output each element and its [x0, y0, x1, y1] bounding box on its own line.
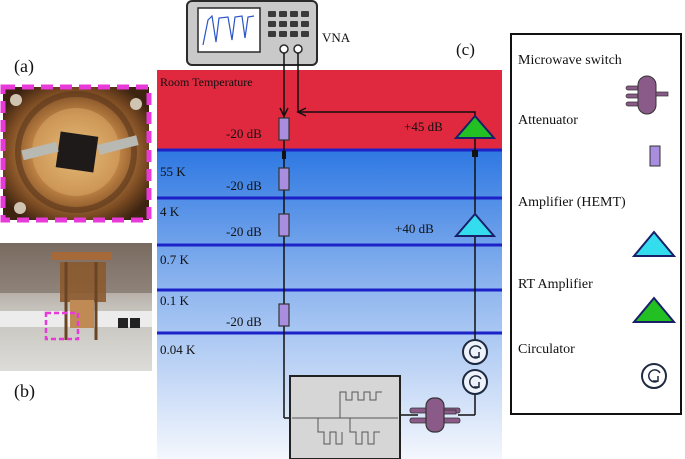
chip-image — [55, 131, 99, 173]
panel-label-a: (a) — [14, 56, 34, 77]
stage-label-0-7k: 0.7 K — [160, 252, 190, 267]
hemt-amplifier-icon — [631, 230, 677, 257]
room-temperature-zone — [157, 70, 502, 150]
panel-label-c: (c) — [456, 40, 475, 59]
attenuator-icon — [649, 145, 661, 167]
stage-label-4k: 4 K — [160, 204, 180, 219]
vna-trace — [202, 14, 255, 46]
vna-screen — [197, 7, 261, 53]
legend-label-microwave-switch: Microwave switch — [518, 53, 622, 68]
attenuator-3 — [278, 213, 290, 237]
hemt-amplifier-label: +40 dB — [395, 221, 434, 236]
circulator-icon — [641, 363, 667, 389]
photo-a-frame — [0, 84, 152, 223]
legend-label-circulator: Circulator — [518, 342, 575, 357]
legend: Microwave switch Attenuator Amplifier (H… — [510, 33, 682, 415]
output-arrow — [296, 107, 307, 117]
stage-label-0-1k: 0.1 K — [160, 293, 190, 308]
cryostat-schematic: Room Temperature 55 K 4 K 0.7 K 0.1 K 0.… — [157, 0, 502, 459]
attenuator-label-4: -20 dB — [226, 314, 262, 329]
hemt-amplifier — [453, 212, 497, 237]
photo-a: (a) — [0, 56, 152, 223]
rt-amplifier-icon — [631, 296, 677, 323]
attenuator-1 — [278, 117, 290, 141]
microwave-switch — [409, 397, 461, 433]
rt-amplifier — [453, 114, 497, 139]
vna-port-2 — [293, 44, 303, 54]
resonator-1 — [339, 391, 382, 418]
vna-instrument — [186, 0, 318, 66]
vna-port-1 — [279, 44, 289, 54]
microwave-switch-icon — [625, 75, 669, 115]
attenuator-label-2: -20 dB — [226, 178, 262, 193]
vna-label: VNA — [322, 30, 351, 45]
resonator-3 — [349, 418, 380, 445]
attenuator-4 — [278, 303, 290, 327]
circulator-2 — [462, 369, 488, 395]
stage-label-55k: 55 K — [160, 164, 186, 179]
attenuator-label-3: -20 dB — [226, 224, 262, 239]
legend-label-attenuator: Attenuator — [518, 113, 578, 128]
sample-chip — [289, 375, 401, 459]
legend-label-rt-amplifier: RT Amplifier — [518, 277, 593, 292]
circulator-1 — [462, 339, 488, 365]
stage-label-room-temperature: Room Temperature — [160, 75, 253, 89]
rt-amplifier-label: +45 dB — [404, 119, 443, 134]
photo-b: (b) — [0, 243, 152, 402]
attenuator-2 — [278, 167, 290, 191]
sample-location-marker — [44, 311, 80, 341]
panel-label-b: (b) — [14, 381, 35, 402]
vna-keypad — [268, 11, 309, 37]
attenuator-label-1: -20 dB — [226, 126, 262, 141]
legend-label-hemt: Amplifier (HEMT) — [518, 195, 626, 210]
stage-label-0-04k: 0.04 K — [160, 342, 196, 357]
resonator-2 — [317, 418, 343, 445]
